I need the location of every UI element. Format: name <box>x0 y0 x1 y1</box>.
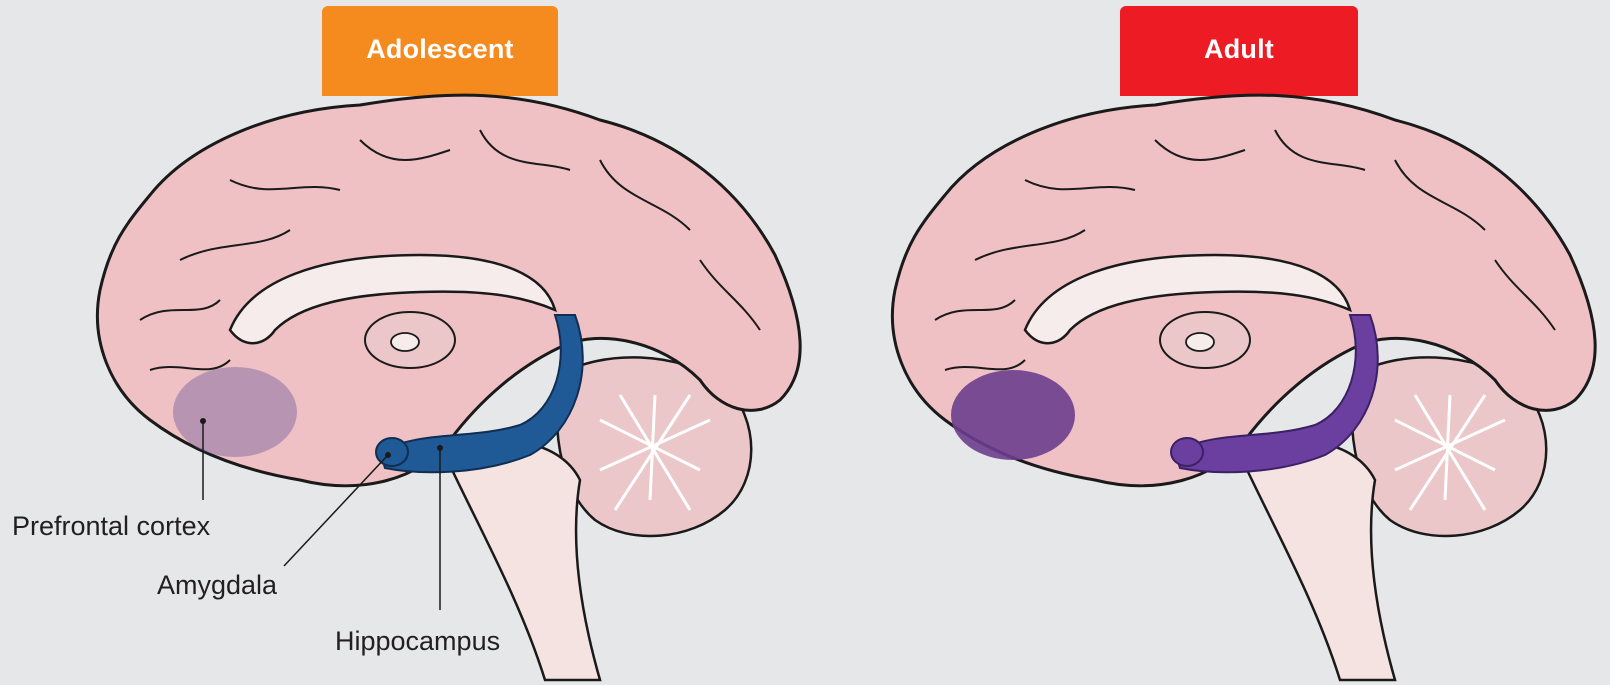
amygdala-label: Amygdala <box>157 570 277 601</box>
hippocampus-label: Hippocampus <box>335 626 500 657</box>
prefrontal-cortex-region <box>173 367 297 457</box>
prefrontal-cortex-label: Prefrontal cortex <box>12 511 210 542</box>
prefrontal-cortex-region <box>951 370 1075 460</box>
adult-brain <box>892 95 1595 680</box>
amygdala-region <box>1171 438 1203 466</box>
